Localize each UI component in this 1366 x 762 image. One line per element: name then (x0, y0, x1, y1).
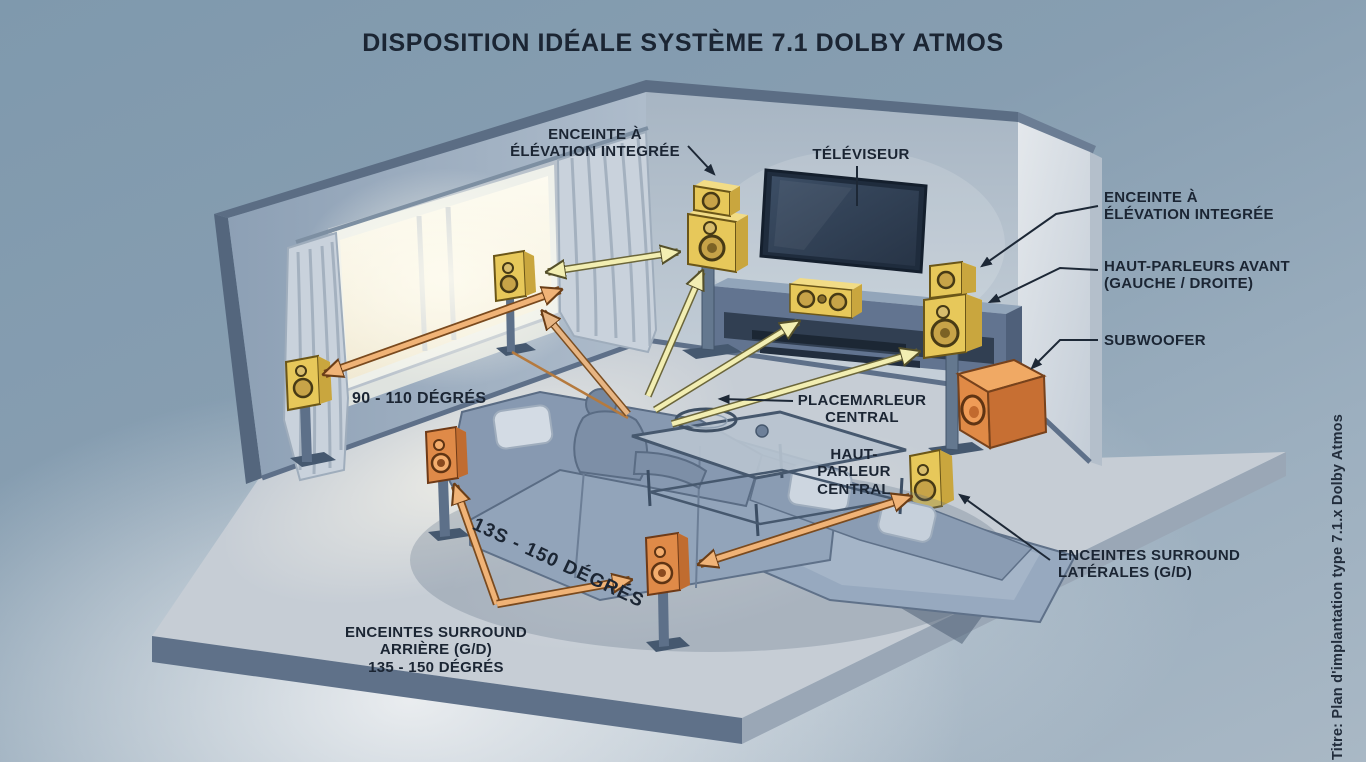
speaker-front-right (923, 260, 984, 457)
label-elevation-speaker-left: ENCEINTE À ÉLÉVATION INTEGRÉE (510, 126, 680, 161)
label-surround-side: ENCEINTES SURROUND LATÉRALES (G/D) (1058, 547, 1241, 582)
speaker-front-left (682, 180, 748, 359)
arrow-listener-front-right (670, 352, 918, 428)
arrow-90-110 (325, 290, 560, 374)
arrow-rear-center (496, 580, 630, 609)
leader-surround-side (958, 493, 1051, 561)
label-surround-rear: ENCEINTES SURROUND ARRIÈRE (G/D) 135 - 1… (344, 624, 528, 676)
label-angle-front: 90 - 110 DÉGRÉS (352, 390, 487, 407)
leader-elevation-left (687, 145, 716, 176)
side-caption: Titre: Plan d'implantation type 7.1.x Do… (1330, 414, 1346, 760)
leader-subwoofer (1030, 339, 1098, 370)
label-leaders (687, 145, 1099, 561)
arrow-listener-front-left (644, 272, 706, 398)
diagram-title: DISPOSITION IDÉALE SYSTÈME 7.1 DOLBY ATM… (362, 29, 1004, 57)
arrow-rear-to-side (700, 497, 910, 564)
arrows-orange (325, 290, 910, 609)
subwoofer (955, 358, 1048, 450)
coffee-table (631, 407, 907, 537)
speaker-surround-rear (644, 531, 690, 652)
leader-elevation-right (980, 205, 1099, 268)
speaker-surround-right (908, 448, 954, 514)
label-televiseur: TÉLÉVISEUR (812, 146, 910, 163)
leader-front-speakers (987, 266, 1099, 304)
arrows-yellow (511, 252, 918, 428)
label-front-speakers: HAUT-PARLEURS AVANT (GAUCHE / DROITE) (1104, 258, 1290, 293)
label-subwoofer: SUBWOOFER (1104, 332, 1206, 349)
arrow-between-front-speakers (548, 252, 678, 272)
speaker-left-wall (284, 354, 336, 467)
arrow-rear-left (455, 486, 502, 606)
label-elevation-speaker-right: ENCEINTE À ÉLÉVATION INTEGRÉE (1104, 189, 1274, 224)
elevation-module-left (694, 180, 740, 192)
label-placement-central: PLACEMΛRLEUR CENTRAL (797, 392, 927, 427)
table-object (755, 424, 769, 438)
speaker-surround-left (424, 425, 470, 541)
tv (759, 168, 928, 274)
speaker-center (789, 278, 862, 319)
arrow-listener-center (653, 318, 798, 414)
leader-placement-central (717, 394, 794, 405)
pillow (492, 404, 554, 450)
label-center-speaker: HAUT-PARLEUR CENTRAL (817, 446, 891, 498)
